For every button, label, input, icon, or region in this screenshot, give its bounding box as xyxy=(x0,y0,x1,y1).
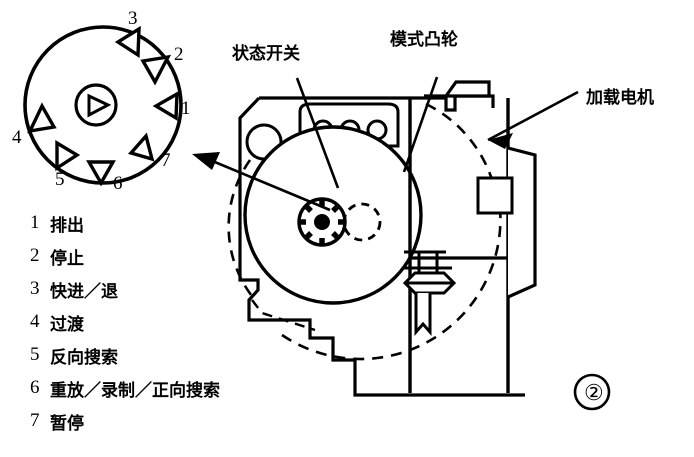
callout-label-mode-cam: 模式凸轮 xyxy=(390,30,458,50)
legend-item-3: 3 快进／退 xyxy=(30,274,118,304)
leader-status-switch xyxy=(295,77,340,189)
gear-center-pin xyxy=(314,214,330,230)
legend-number-2: 2 xyxy=(30,245,40,266)
cam-track-arc-top xyxy=(425,102,499,201)
leader-lines xyxy=(192,76,579,212)
legend-text-7: 暂停 xyxy=(50,413,84,434)
cam-notch-number-2: 2 xyxy=(174,44,184,65)
legend-item-7: 7 暂停 xyxy=(30,406,84,436)
cam-wheel-group xyxy=(23,25,183,187)
idler-gear-dashed xyxy=(342,202,382,242)
chassis-dashed-edge xyxy=(251,299,316,332)
cam-notch-number-7: 7 xyxy=(161,150,171,171)
callout-label-loading-motor: 加载电机 xyxy=(586,88,654,108)
legend-item-6: 6 重放／录制／正向搜索 xyxy=(30,373,220,403)
legend-text-5: 反向搜索 xyxy=(50,347,118,368)
cam-track-arc-bottom xyxy=(281,207,502,361)
cam-notch-number-1: 1 xyxy=(181,98,191,119)
chassis-outline xyxy=(238,94,525,397)
arrowhead-loading-motor xyxy=(488,133,513,149)
legend-item-1: 1 排出 xyxy=(30,208,84,238)
leader-cam-wheel-ref xyxy=(209,158,331,212)
legend-item-4: 4 过渡 xyxy=(30,307,84,337)
cam-track-arc-left xyxy=(227,159,257,301)
legend-number-7: 7 xyxy=(30,410,40,431)
cam-notch-number-5: 5 xyxy=(55,169,65,190)
cam-wheel-notches xyxy=(27,25,179,187)
figure-number-circle xyxy=(573,373,611,411)
cam-notch-number-6: 6 xyxy=(113,173,123,194)
spring-plunger-assembly xyxy=(402,250,457,336)
legend-text-3: 快进／退 xyxy=(50,281,118,302)
cam-notch-number-3: 3 xyxy=(128,8,138,29)
mechanism-assembly xyxy=(227,80,537,397)
legend-number-6: 6 xyxy=(30,377,40,398)
legend-text-1: 排出 xyxy=(50,215,84,236)
play-triangle-icon xyxy=(87,93,112,118)
legend-text-6: 重放／录制／正向搜索 xyxy=(50,380,220,401)
legend-number-4: 4 xyxy=(30,311,40,332)
leader-mode-cam xyxy=(402,76,439,173)
legend-text-2: 停止 xyxy=(50,248,84,269)
legend-text-4: 过渡 xyxy=(50,314,84,335)
legend-item-2: 2 停止 xyxy=(30,241,84,271)
legend-number-5: 5 xyxy=(30,344,40,365)
legend-number-3: 3 xyxy=(30,278,40,299)
motor-top-cap xyxy=(424,80,491,98)
callout-label-status-switch: 状态开关 xyxy=(232,44,300,64)
motor-side-bulge xyxy=(507,146,537,299)
legend-number-1: 1 xyxy=(30,212,40,233)
motor-terminal-block xyxy=(476,176,514,215)
figure-number: ② xyxy=(584,380,604,405)
arrowhead-cam-wheel-ref xyxy=(192,152,220,170)
leader-loading-motor xyxy=(487,90,579,142)
legend-item-5: 5 反向搜索 xyxy=(30,340,118,370)
cam-notch-number-4: 4 xyxy=(12,127,22,148)
